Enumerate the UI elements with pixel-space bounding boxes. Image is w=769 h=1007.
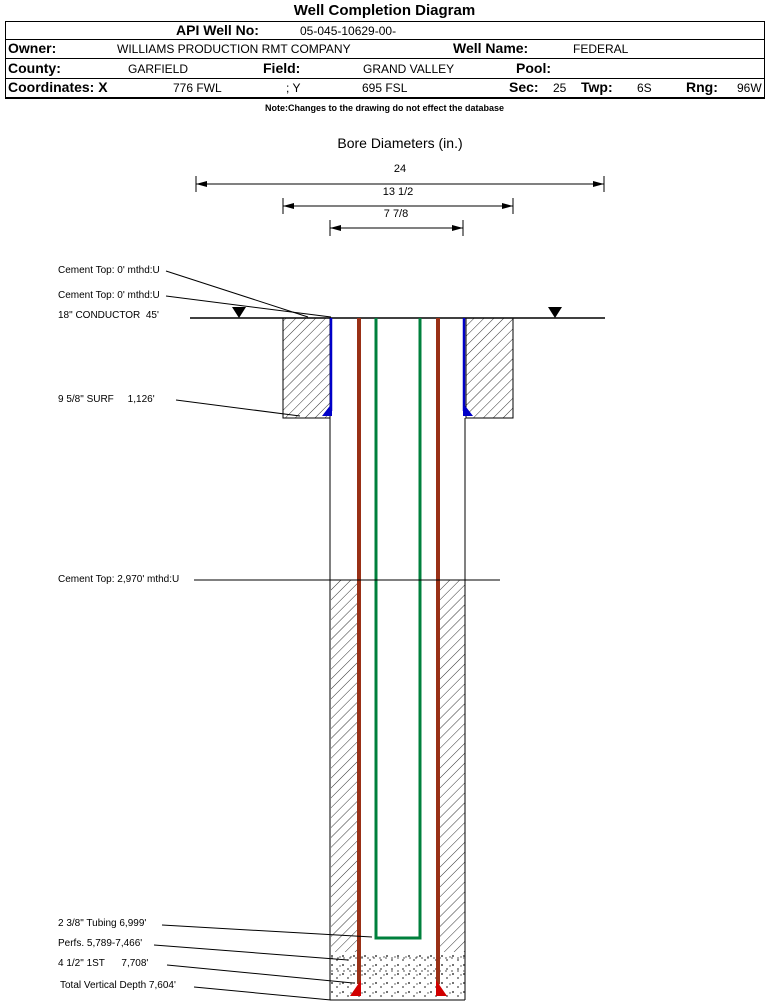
coordinates-label: Coordinates: X — [8, 79, 108, 95]
pool-label: Pool: — [516, 60, 551, 76]
perforation-zone — [331, 952, 465, 1000]
table-border-right — [764, 21, 765, 99]
row-divider-1 — [5, 39, 765, 40]
perforation-dashes — [331, 957, 465, 972]
sec-value: 25 — [553, 81, 567, 95]
casing-shoe-right — [436, 980, 447, 996]
annotation-cement-top-2970: Cement Top: 2,970' mthd:U — [58, 574, 180, 585]
annotation-surface-casing: 9 5/8" SURF 1,126' — [58, 394, 155, 405]
annotation-production-casing: 4 1/2" 1ST 7,708' — [58, 958, 149, 969]
annotation-cement-top-0-a: Cement Top: 0' mthd:U — [58, 265, 160, 276]
table-border-bottom — [5, 97, 765, 99]
well-name-value: FEDERAL — [573, 42, 629, 56]
page-title: Well Completion Diagram — [293, 2, 476, 19]
database-note: Note:Changes to the drawing do not effec… — [264, 103, 505, 113]
ground-marker-right-icon — [548, 307, 562, 318]
annotation-conductor: 18" CONDUCTOR 45' — [58, 310, 159, 321]
row-divider-2 — [5, 58, 765, 59]
bore-diameters-title: Bore Diameters (in.) — [337, 135, 463, 151]
api-well-no-value: 05-045-10629-00- — [300, 24, 397, 38]
coordinates-x-value: 776 FWL — [173, 81, 222, 95]
api-well-no-label: API Well No: — [176, 22, 259, 38]
twp-label: Twp: — [581, 79, 613, 95]
surface-cement-left — [282, 317, 331, 419]
dimension-lines — [195, 176, 605, 236]
annotation-cement-top-0-b: Cement Top: 0' mthd:U — [58, 290, 160, 301]
owner-value: WILLIAMS PRODUCTION RMT COMPANY — [117, 42, 351, 56]
sec-label: Sec: — [509, 79, 539, 95]
tubing — [374, 318, 422, 940]
dimension-arrowheads — [196, 181, 604, 231]
dimension-label-24: 24 — [393, 163, 407, 175]
dimension-label-7-7-8: 7 7/8 — [383, 208, 409, 220]
county-label: County: — [8, 60, 61, 76]
annotation-total-depth: Total Vertical Depth 7,604' — [60, 980, 176, 991]
rng-label: Rng: — [686, 79, 718, 95]
leader-lines — [153, 270, 500, 1001]
field-value: GRAND VALLEY — [363, 62, 455, 76]
table-border-left — [5, 21, 6, 99]
table-border-top — [5, 21, 765, 22]
rng-value: 96W — [737, 81, 762, 95]
row-divider-3 — [5, 78, 765, 79]
surface-casing-shoe-left — [322, 403, 332, 416]
well-name-label: Well Name: — [453, 40, 529, 56]
cement-column-left — [331, 580, 357, 952]
surface-casing-shoe-right — [463, 403, 473, 416]
annotation-perfs: Perfs. 5,789-7,466' — [58, 938, 143, 949]
dimension-label-13-1-2: 13 1/2 — [382, 186, 414, 198]
owner-label: Owner: — [8, 40, 57, 56]
surface-cement-right — [465, 317, 514, 419]
surface-casing — [329, 318, 466, 411]
twp-value: 6S — [637, 81, 652, 95]
cement-column-right — [440, 580, 465, 952]
field-label: Field: — [263, 60, 301, 76]
ground-marker-left-icon — [232, 307, 246, 318]
casing-shoe-left — [350, 980, 361, 996]
production-casing — [357, 318, 440, 984]
annotation-tubing: 2 3/8" Tubing 6,999' — [58, 918, 147, 929]
coordinates-y-value: 695 FSL — [362, 81, 408, 95]
county-value: GARFIELD — [128, 62, 189, 76]
coordinates-y-label: ; Y — [286, 81, 301, 95]
